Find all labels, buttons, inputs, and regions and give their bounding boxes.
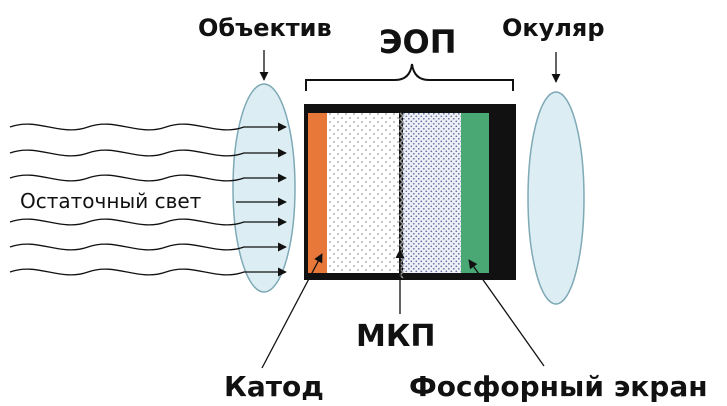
eyepiece-label: Окуляр — [502, 14, 605, 42]
cathode-layer — [308, 113, 327, 273]
tube-brace — [305, 63, 514, 91]
light-wave — [9, 122, 287, 132]
pointer-arrows — [259, 50, 561, 369]
phosphor-screen-label: Фосфорный экран — [409, 370, 708, 403]
light-wave — [9, 242, 287, 252]
eyepiece-lens — [527, 91, 585, 305]
tube-label: ЭОП — [379, 23, 456, 61]
cathode-arrow — [261, 253, 323, 369]
objective-label: Объектив — [198, 14, 332, 42]
cathode-label: Катод — [224, 370, 324, 403]
tube-inner-dense-dots — [403, 113, 461, 273]
light-waves — [9, 122, 287, 277]
intensifier-tube — [304, 104, 516, 280]
tube-inner-light-dots — [327, 113, 399, 273]
objective-lens — [232, 83, 296, 293]
light-wave — [9, 217, 287, 227]
phosphor-arrow — [468, 259, 545, 367]
light-wave — [9, 267, 287, 277]
residual-light-label: Остаточный свет — [20, 189, 202, 213]
light-wave — [9, 148, 287, 158]
phosphor-layer — [461, 113, 489, 273]
light-wave — [9, 173, 287, 183]
mcp-label: МКП — [356, 319, 435, 354]
